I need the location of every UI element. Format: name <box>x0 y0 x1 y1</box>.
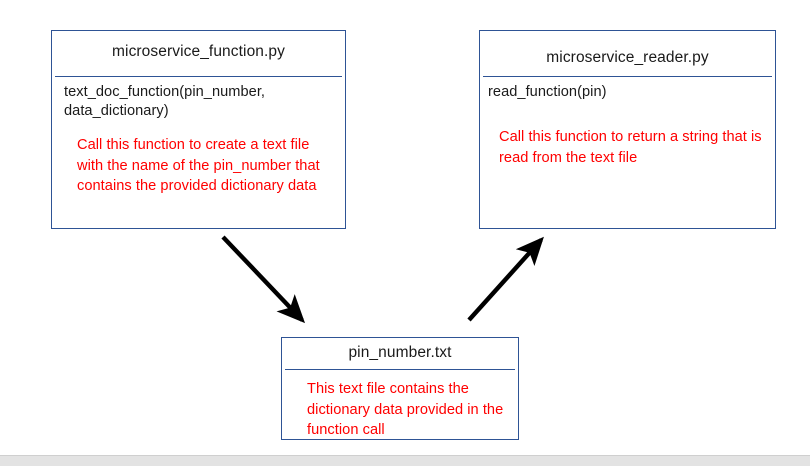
node-body-pin-number-txt: This text file contains the dictionary d… <box>282 374 518 441</box>
function-description-read-function: Call this function to return a string th… <box>499 129 762 167</box>
node-microservice-reader[interactable]: microservice_reader.py read_function(pin… <box>479 30 776 229</box>
node-pin-number-txt[interactable]: pin_number.txt This text file contains t… <box>281 337 519 440</box>
node-title-pin-number-txt: pin_number.txt <box>348 344 452 361</box>
file-description-pin-number-txt: This text file contains the dictionary d… <box>307 381 504 439</box>
node-body-microservice-function: text_doc_function(pin_number, data_dicti… <box>52 83 345 197</box>
node-microservice-function[interactable]: microservice_function.py text_doc_functi… <box>51 30 346 229</box>
node-title-microservice-reader: microservice_reader.py <box>546 49 709 66</box>
node-body-microservice-reader: read_function(pin) Call this function to… <box>480 83 775 169</box>
arrow-file-to-reader <box>467 236 544 322</box>
node-header-divider <box>483 76 772 77</box>
node-header-divider <box>285 369 515 370</box>
function-signature-text-doc-function: text_doc_function(pin_number, data_dicti… <box>64 84 266 120</box>
function-signature-read-function: read_function(pin) <box>488 84 607 100</box>
node-title-microservice-function: microservice_function.py <box>112 43 285 60</box>
function-description-text-doc-function: Call this function to create a text file… <box>77 136 320 195</box>
status-bar <box>0 455 810 466</box>
arrow-writer-to-file <box>221 235 306 324</box>
node-header-divider <box>55 76 342 77</box>
